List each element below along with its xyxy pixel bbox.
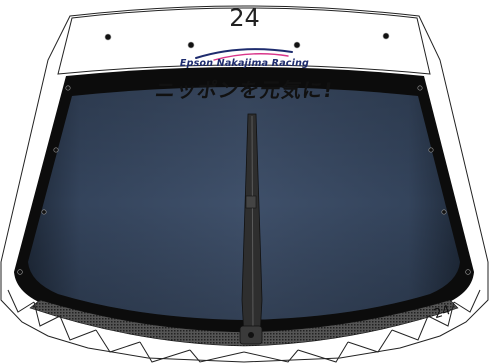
cowl-mesh: [29, 299, 459, 347]
sponsor-brand: Epson Nakajima Racing: [179, 58, 310, 69]
lower-tabs: [7, 289, 481, 363]
wiper-arm: [239, 113, 263, 345]
car-number-top: 24: [229, 4, 260, 32]
top-banner: [57, 7, 431, 75]
swoosh-logo-icon: [195, 48, 293, 61]
slogan-banner: ニッポンを元気に!: [153, 78, 336, 102]
glass-shade: [28, 87, 460, 320]
rivet-icon: [17, 32, 471, 275]
